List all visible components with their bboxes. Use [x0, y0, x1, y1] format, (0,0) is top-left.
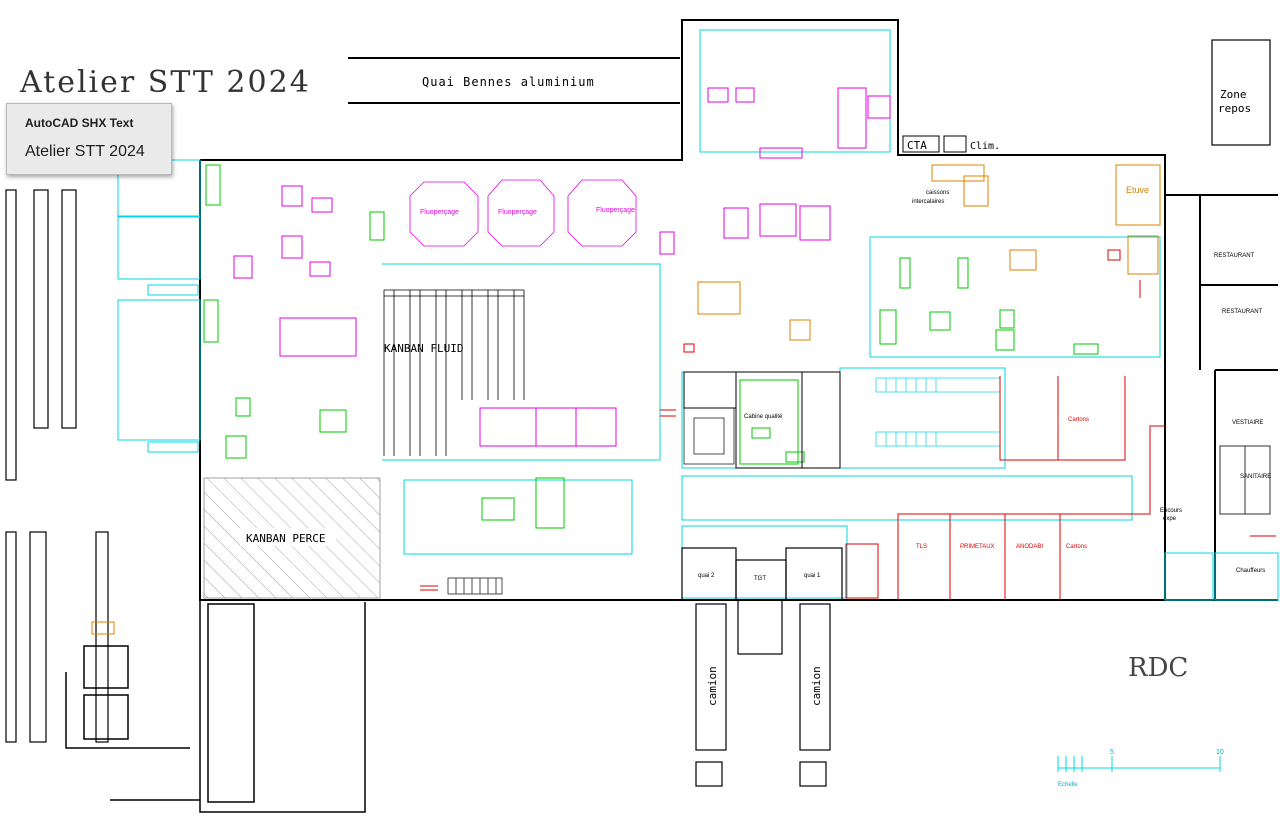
- sanitaire-label: SANITAIRE: [1240, 474, 1271, 480]
- tls-label: TLS: [916, 544, 927, 550]
- zone-repos-label-1: Zone: [1220, 88, 1247, 101]
- etuve-label: Etuve: [1126, 185, 1149, 195]
- primetaux-label: PRIMETAUX: [960, 544, 995, 550]
- magenta-machines: [233, 87, 891, 447]
- scale-label: Echelle: [1058, 782, 1078, 788]
- camion-label-2: camion: [810, 666, 823, 706]
- cartons-label-1: Cartons: [1068, 417, 1089, 423]
- clim-label: Clim.: [970, 141, 1000, 152]
- orange-machines: [91, 164, 1161, 635]
- quai2-label: quai 2: [698, 573, 715, 579]
- restaurant-label-2: RESTAURANT: [1222, 309, 1263, 315]
- chauffeurs-label: Chauffeurs: [1236, 568, 1265, 574]
- red-markers: [420, 249, 1276, 591]
- sanitaire-block: [1219, 445, 1271, 515]
- encours-label: Encours: [1160, 508, 1182, 514]
- intercalaires-label: intercalaires: [912, 199, 944, 205]
- scale-bar: [1057, 756, 1221, 772]
- quai-bennes-label: Quai Bennes aluminium: [422, 75, 595, 89]
- cartons-label-2: Cartons: [1066, 544, 1087, 550]
- kanban-perce-label: KANBAN PERCE: [246, 532, 325, 545]
- cta-clim: CTA Clim.: [902, 135, 1000, 153]
- zone-repos-label-2: repos: [1218, 102, 1251, 115]
- fluopercage-label-3: Fluoperçage: [596, 207, 635, 214]
- caissons-label: caissons: [926, 190, 949, 196]
- cta-label: CTA: [907, 139, 927, 152]
- tooltip-header: AutoCAD SHX Text: [25, 116, 134, 130]
- anodabi-label: ANODABI: [1016, 544, 1043, 550]
- autocad-text-tooltip: AutoCAD SHX Text Atelier STT 2024: [6, 103, 172, 175]
- stairs-lower: [447, 407, 735, 595]
- fluopercage-label-2: Fluoperçage: [498, 209, 537, 216]
- fluopercage-label-1: Fluoperçage: [420, 209, 459, 216]
- cabine-qualite-area: [683, 371, 841, 469]
- quai1-label: quai 1: [804, 573, 821, 579]
- quai-bennes-area: Quai Bennes aluminium: [348, 57, 680, 104]
- red-rooms: [845, 376, 1165, 600]
- stairs-right: [875, 377, 1001, 447]
- tgt-label: TGT: [754, 576, 766, 582]
- camion-label-1: camion: [706, 666, 719, 706]
- plan-title: Atelier STT 2024: [19, 65, 311, 100]
- kanban-fluid-label: KANBAN FLUID: [384, 342, 463, 355]
- scale-label-10: 10: [1216, 749, 1224, 756]
- vestiaire-label: VESTIAIRE: [1232, 420, 1263, 426]
- scale-label-5: 5: [1110, 749, 1114, 756]
- encours-label-2: expe: [1163, 516, 1177, 522]
- kanban-fluid-racks: [383, 289, 525, 456]
- cabine-qualite-label: Cabine qualité: [744, 414, 783, 420]
- left-storage-column: [117, 159, 201, 453]
- zone-repos: Zone repos: [1211, 39, 1271, 146]
- fluopercage-stations: [409, 179, 637, 247]
- annex-lower-left: [65, 600, 366, 813]
- left-racks: [5, 189, 109, 743]
- quai-area: [681, 547, 843, 787]
- green-machines: [203, 164, 1099, 529]
- kanban-perce-area: KANBAN PERCE: [203, 477, 381, 599]
- tooltip-body: Atelier STT 2024: [25, 143, 145, 160]
- restaurant-label-1: RESTAURANT: [1214, 253, 1255, 259]
- level-label: RDC: [1128, 653, 1188, 683]
